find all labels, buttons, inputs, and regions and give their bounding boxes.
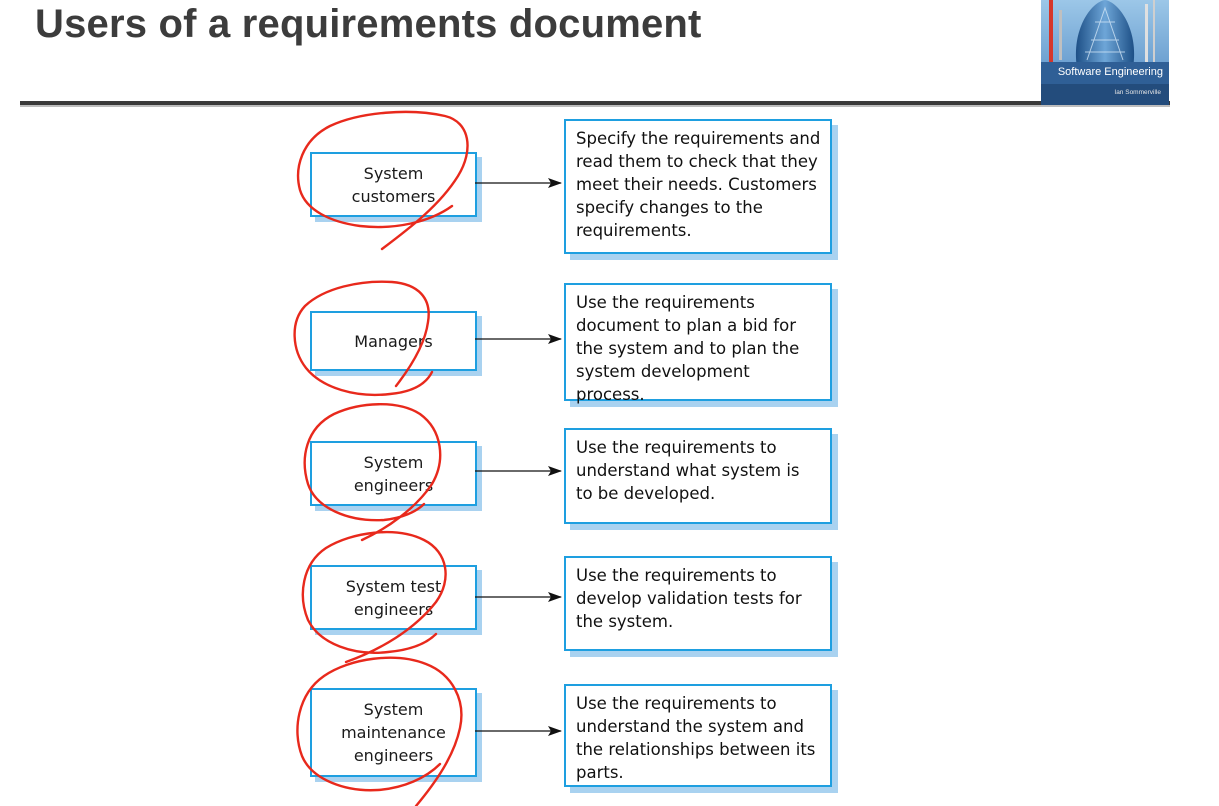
book-cover-author: Ian Sommerville	[1114, 89, 1161, 96]
description-box-system-maintenance-engineers: Use the requirements to understand the s…	[564, 684, 832, 787]
title-underline	[20, 101, 1170, 107]
slide-title: Users of a requirements document	[35, 2, 702, 46]
description-box-system-customers: Specify the requirements and read them t…	[564, 119, 832, 254]
role-box-system-engineers: System engineers	[310, 441, 477, 506]
book-cover-thumbnail: Software Engineering Ian Sommerville	[1041, 0, 1169, 105]
role-box-system-maintenance-engineers: System maintenance engineers	[310, 688, 477, 777]
book-cover-title: Software Engineering	[1057, 66, 1163, 78]
role-box-system-test-engineers: System test engineers	[310, 565, 477, 630]
description-box-managers: Use the requirements document to plan a …	[564, 283, 832, 404]
gherkin-building-image	[1041, 0, 1169, 105]
description-box-system-engineers: Use the requirements to understand what …	[564, 428, 832, 524]
role-box-system-customers: System customers	[310, 152, 477, 217]
role-box-managers: Managers	[310, 311, 477, 371]
description-box-system-test-engineers: Use the requirements to develop validati…	[564, 556, 832, 651]
